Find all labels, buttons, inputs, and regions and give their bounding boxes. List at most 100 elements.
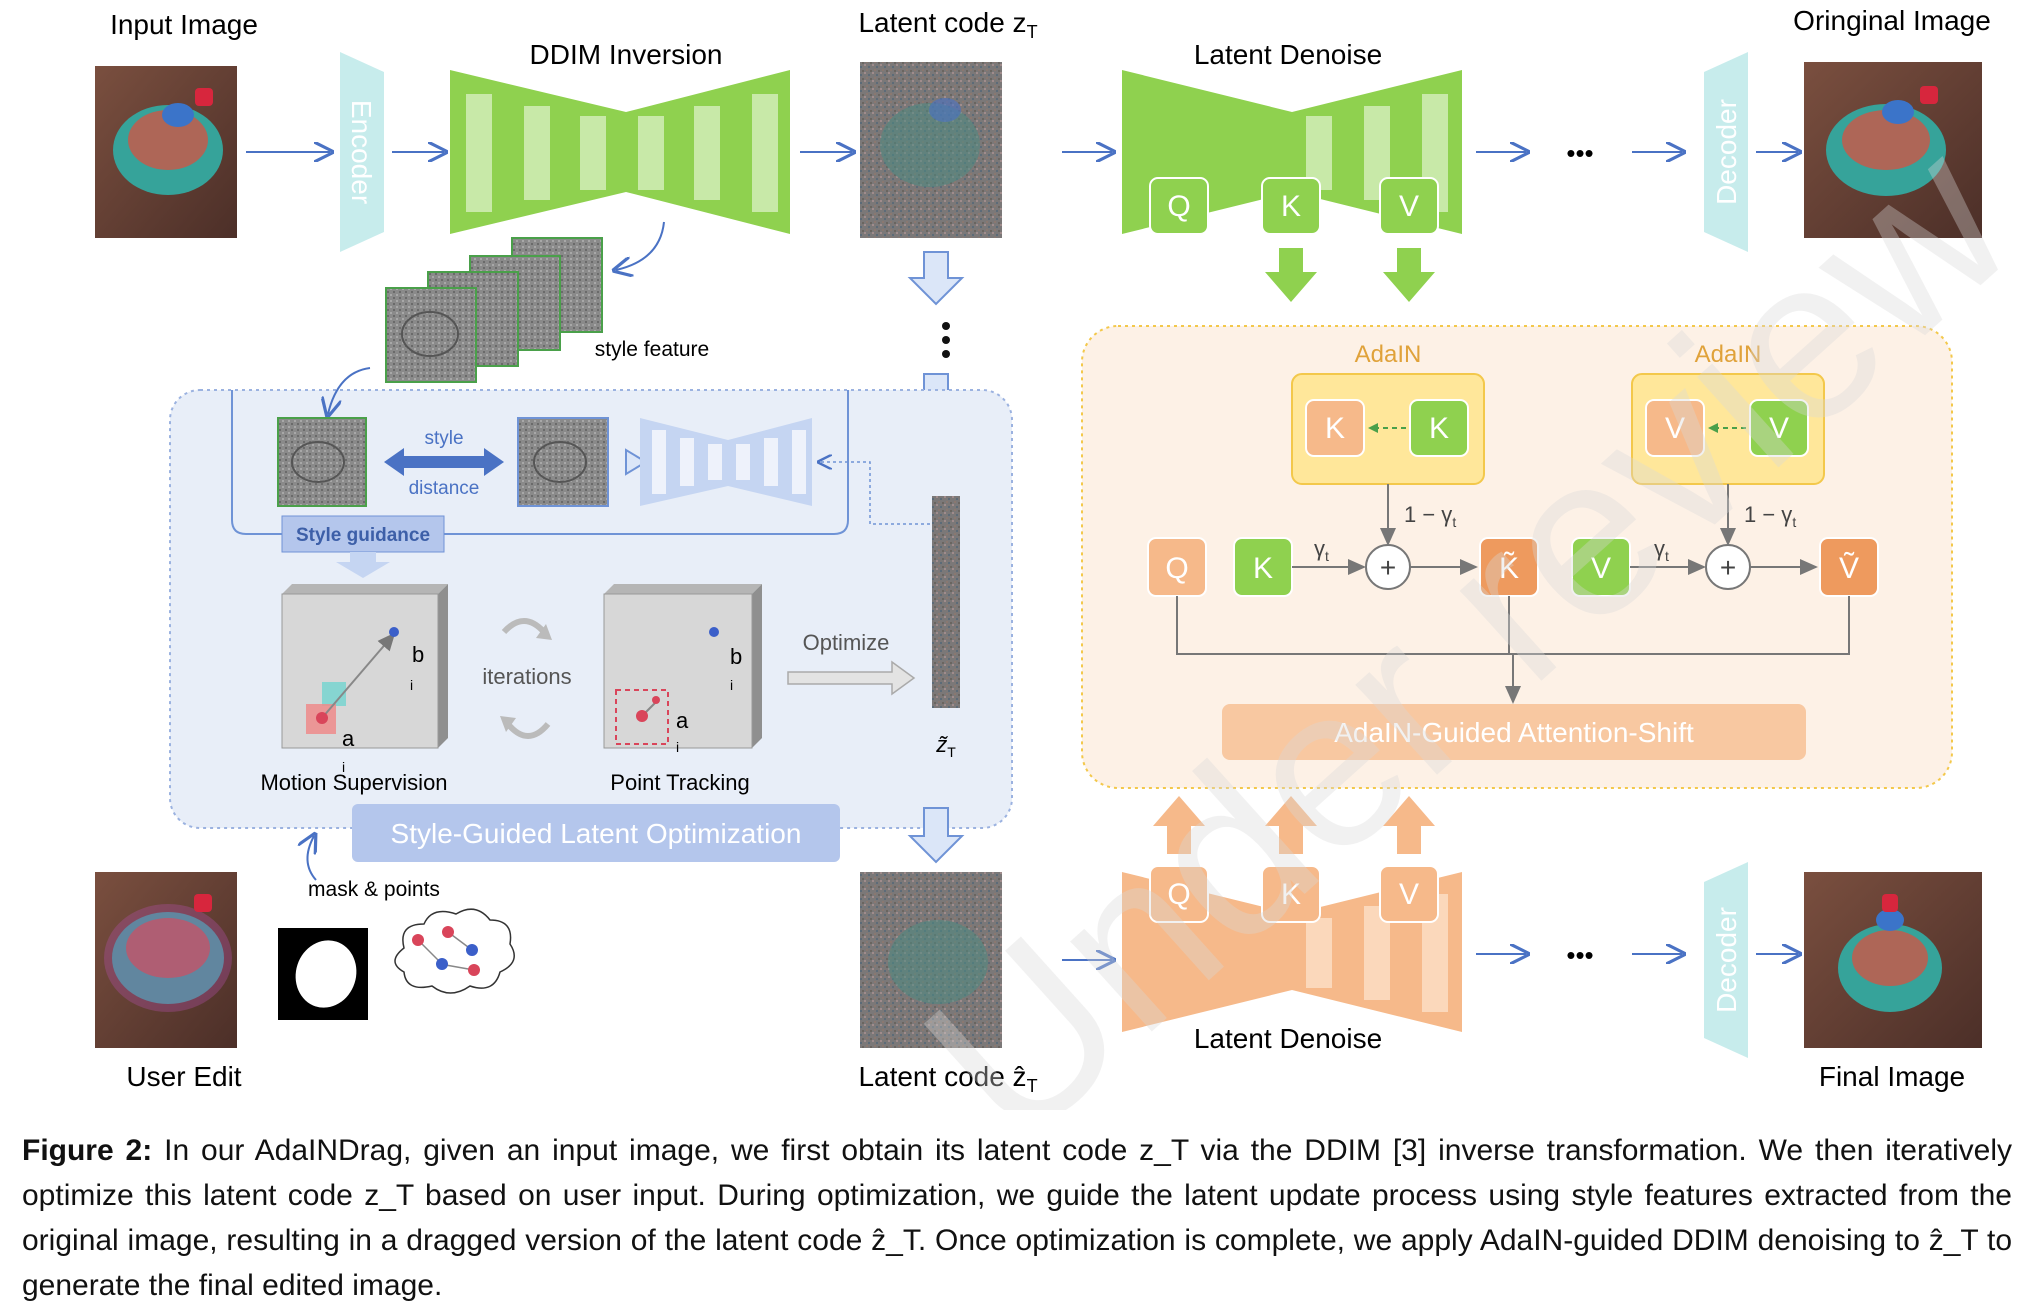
one-minus-gamma-1: 1 − γt xyxy=(1404,502,1456,530)
point-b-1: b xyxy=(412,642,424,667)
arrow xyxy=(328,367,371,414)
final-image xyxy=(1804,872,1982,1048)
cycle-arrow-head xyxy=(536,624,552,640)
green-down-arrow xyxy=(1383,248,1435,302)
caption-figure-label: Figure 2: xyxy=(22,1134,153,1167)
q-bottom-box: Q xyxy=(1149,865,1209,923)
ddim-inversion-label: DDIM Inversion xyxy=(530,39,723,70)
v-target-box: V xyxy=(1749,399,1809,457)
cycle-arrow-top xyxy=(501,618,547,635)
latent-code-bottom-label: Latent code ẑT xyxy=(858,1061,1037,1096)
style-guidance-tag: Style guidance xyxy=(281,515,445,553)
z-tilde-strip xyxy=(932,496,960,708)
input-image xyxy=(95,66,237,238)
svg-text:K: K xyxy=(1429,412,1449,445)
motion-supervision-cube xyxy=(281,584,448,749)
vertical-dot xyxy=(942,350,950,358)
svg-text:V: V xyxy=(1399,878,1419,911)
user-edit-label: User Edit xyxy=(126,1061,241,1092)
k-top-box: K xyxy=(1261,177,1321,235)
vertical-dot xyxy=(942,336,950,344)
k-bottom-box: K xyxy=(1261,865,1321,923)
ellipsis-bottom: ••• xyxy=(1566,940,1593,970)
svg-text:Q: Q xyxy=(1167,878,1190,911)
optimize-arrow xyxy=(787,660,916,696)
user-edit-image xyxy=(95,872,237,1048)
point-a-2: a xyxy=(676,708,689,733)
svg-text:V: V xyxy=(1399,190,1419,223)
down-arrow xyxy=(907,807,965,864)
sglo-banner: Style-Guided Latent Optimization xyxy=(352,804,840,862)
style-unet xyxy=(640,418,812,506)
point-a-1-sub: i xyxy=(342,759,345,775)
orange-up-arrow xyxy=(1153,796,1205,854)
v-bottom-box: V xyxy=(1379,865,1439,923)
svg-text:V: V xyxy=(1769,412,1789,445)
diagram-canvas: Input Image Encoder DDIM Inversion Laten… xyxy=(95,5,2026,1110)
vertical-dot xyxy=(942,322,950,330)
q-attn-box: Q xyxy=(1147,537,1207,597)
k-attn-box: K xyxy=(1233,537,1293,597)
one-minus-gamma-2: 1 − γt xyxy=(1744,502,1796,530)
z-tilde-label: z̃T xyxy=(935,732,956,760)
latent-code-bottom-image xyxy=(860,872,1002,1048)
green-down-arrow xyxy=(1265,248,1317,302)
attention-shift-box: AdaIN-Guided Attention-Shift xyxy=(1222,704,1806,760)
svg-text:V: V xyxy=(1665,412,1685,445)
cycle-arrow-bottom xyxy=(505,721,551,739)
dotted-connector xyxy=(820,462,930,525)
point-a-2-sub: i xyxy=(676,739,679,755)
q-top-box: Q xyxy=(1149,177,1209,235)
svg-text:K: K xyxy=(1325,412,1345,445)
k-tilde-box: K̃ xyxy=(1479,537,1539,597)
style-image-left xyxy=(277,417,367,507)
arrow xyxy=(307,836,316,881)
point-tracking-label: Point Tracking xyxy=(610,770,749,795)
decoder-top-block: Decoder xyxy=(1704,52,1748,252)
orange-up-arrow xyxy=(1383,796,1435,854)
latent-denoise-bottom-label: Latent Denoise xyxy=(1194,1023,1382,1054)
point-b-2: b xyxy=(730,644,742,669)
gamma-2: γt xyxy=(1654,536,1669,564)
svg-text:K̃: K̃ xyxy=(1499,552,1519,585)
distance-label: distance xyxy=(409,478,480,499)
point-a-1: a xyxy=(342,726,355,751)
iterations-label: iterations xyxy=(482,664,571,689)
adain-left-label: AdaIN xyxy=(1355,341,1422,368)
mask-image xyxy=(278,928,368,1020)
optimize-label: Optimize xyxy=(803,630,890,655)
plus-node-2: + xyxy=(1705,544,1751,590)
k-target-box: K xyxy=(1409,399,1469,457)
style-label: style xyxy=(424,428,463,449)
caption-text: In our AdaINDrag, given an input image, … xyxy=(22,1134,2012,1302)
svg-text:+: + xyxy=(1380,552,1396,583)
original-image-label: Oringinal Image xyxy=(1793,5,1991,36)
svg-text:Style-Guided Latent Optimizati: Style-Guided Latent Optimization xyxy=(391,818,802,849)
orange-up-arrow xyxy=(1265,796,1317,854)
svg-text:Q: Q xyxy=(1167,190,1190,223)
svg-text:K: K xyxy=(1281,190,1301,223)
gamma-1: γt xyxy=(1314,536,1329,564)
decoder-bottom-label: Decoder xyxy=(1711,907,1742,1013)
original-image xyxy=(1804,62,1982,238)
input-image-label: Input Image xyxy=(110,9,258,40)
encoder-label: Encoder xyxy=(346,100,377,204)
svg-text:AdaIN-Guided Attention-Shift: AdaIN-Guided Attention-Shift xyxy=(1334,717,1694,748)
final-image-label: Final Image xyxy=(1819,1061,1965,1092)
cycle-arrow-head xyxy=(500,716,516,732)
latent-code-top-image xyxy=(860,62,1002,238)
mask-points-label: mask & points xyxy=(308,878,440,901)
small-arrow xyxy=(625,448,648,476)
k-source-box: K xyxy=(1305,399,1365,457)
svg-text:K: K xyxy=(1281,878,1301,911)
decoder-top-label: Decoder xyxy=(1711,99,1742,205)
style-feature-label: style feature xyxy=(595,338,709,361)
v-tilde-box: Ṽ xyxy=(1819,537,1879,597)
ellipsis-top: ••• xyxy=(1566,138,1593,168)
points-cloud xyxy=(394,908,515,994)
style-image-right xyxy=(517,417,609,507)
point-b-1-sub: i xyxy=(410,677,413,693)
latent-denoise-top-label: Latent Denoise xyxy=(1194,39,1382,70)
svg-text:V: V xyxy=(1591,552,1611,585)
motion-supervision-label: Motion Supervision xyxy=(260,770,447,795)
